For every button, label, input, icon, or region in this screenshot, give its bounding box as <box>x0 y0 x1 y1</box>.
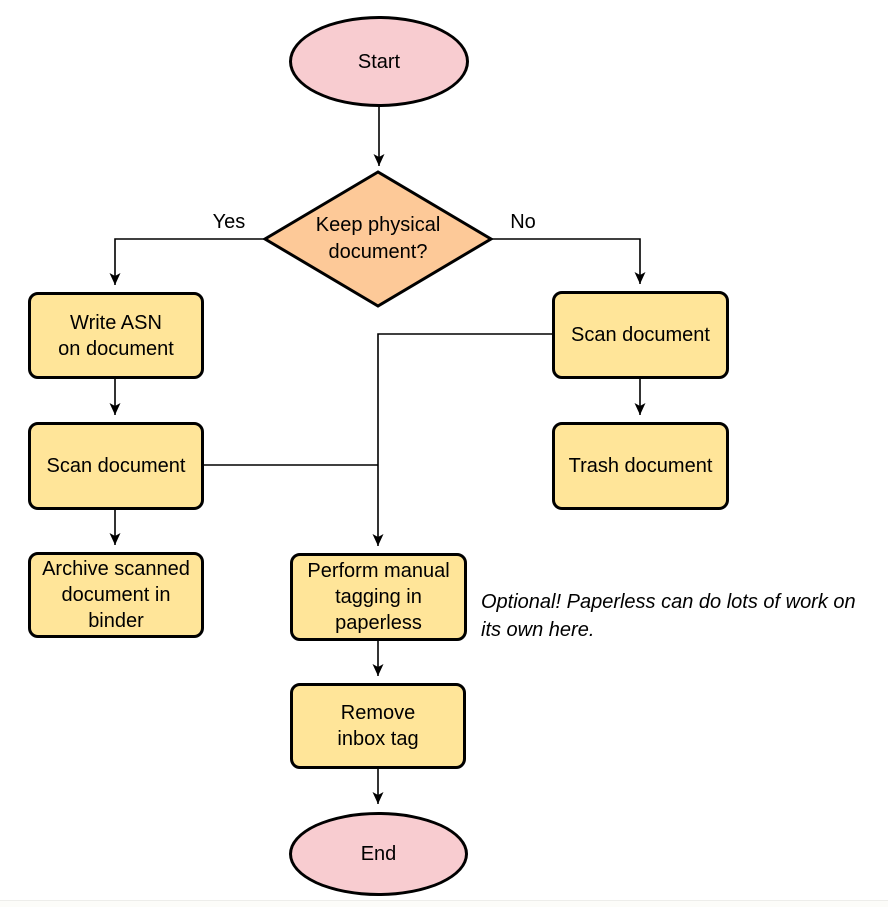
node-trash-document: Trash document <box>552 422 729 510</box>
decision-diamond-shape <box>262 170 494 308</box>
note-optional-paperless: Optional! Paperless can do lots of work … <box>481 591 856 641</box>
node-write-asn: Write ASN on document <box>28 292 204 379</box>
page-bottom-edge <box>0 900 888 907</box>
node-scan-document-right: Scan document <box>552 291 729 379</box>
node-manual-tagging: Perform manual tagging in paperless <box>290 553 467 641</box>
edge-decision-no-to-scan-right <box>491 238 646 284</box>
node-decision-label: Keep physical document? <box>315 214 441 263</box>
edge-scan-right-to-tagging <box>372 333 552 546</box>
edge-label-no: No <box>498 210 548 234</box>
node-start: Start <box>289 16 469 107</box>
edge-label-yes: Yes <box>204 210 254 234</box>
node-scan-document-left: Scan document <box>28 422 204 510</box>
node-archive-scanned: Archive scanned document in binder <box>28 552 204 638</box>
node-end: End <box>289 812 468 896</box>
edge-decision-yes-to-write-asn <box>109 238 265 285</box>
node-remove-inbox-tag: Remove inbox tag <box>290 683 466 769</box>
